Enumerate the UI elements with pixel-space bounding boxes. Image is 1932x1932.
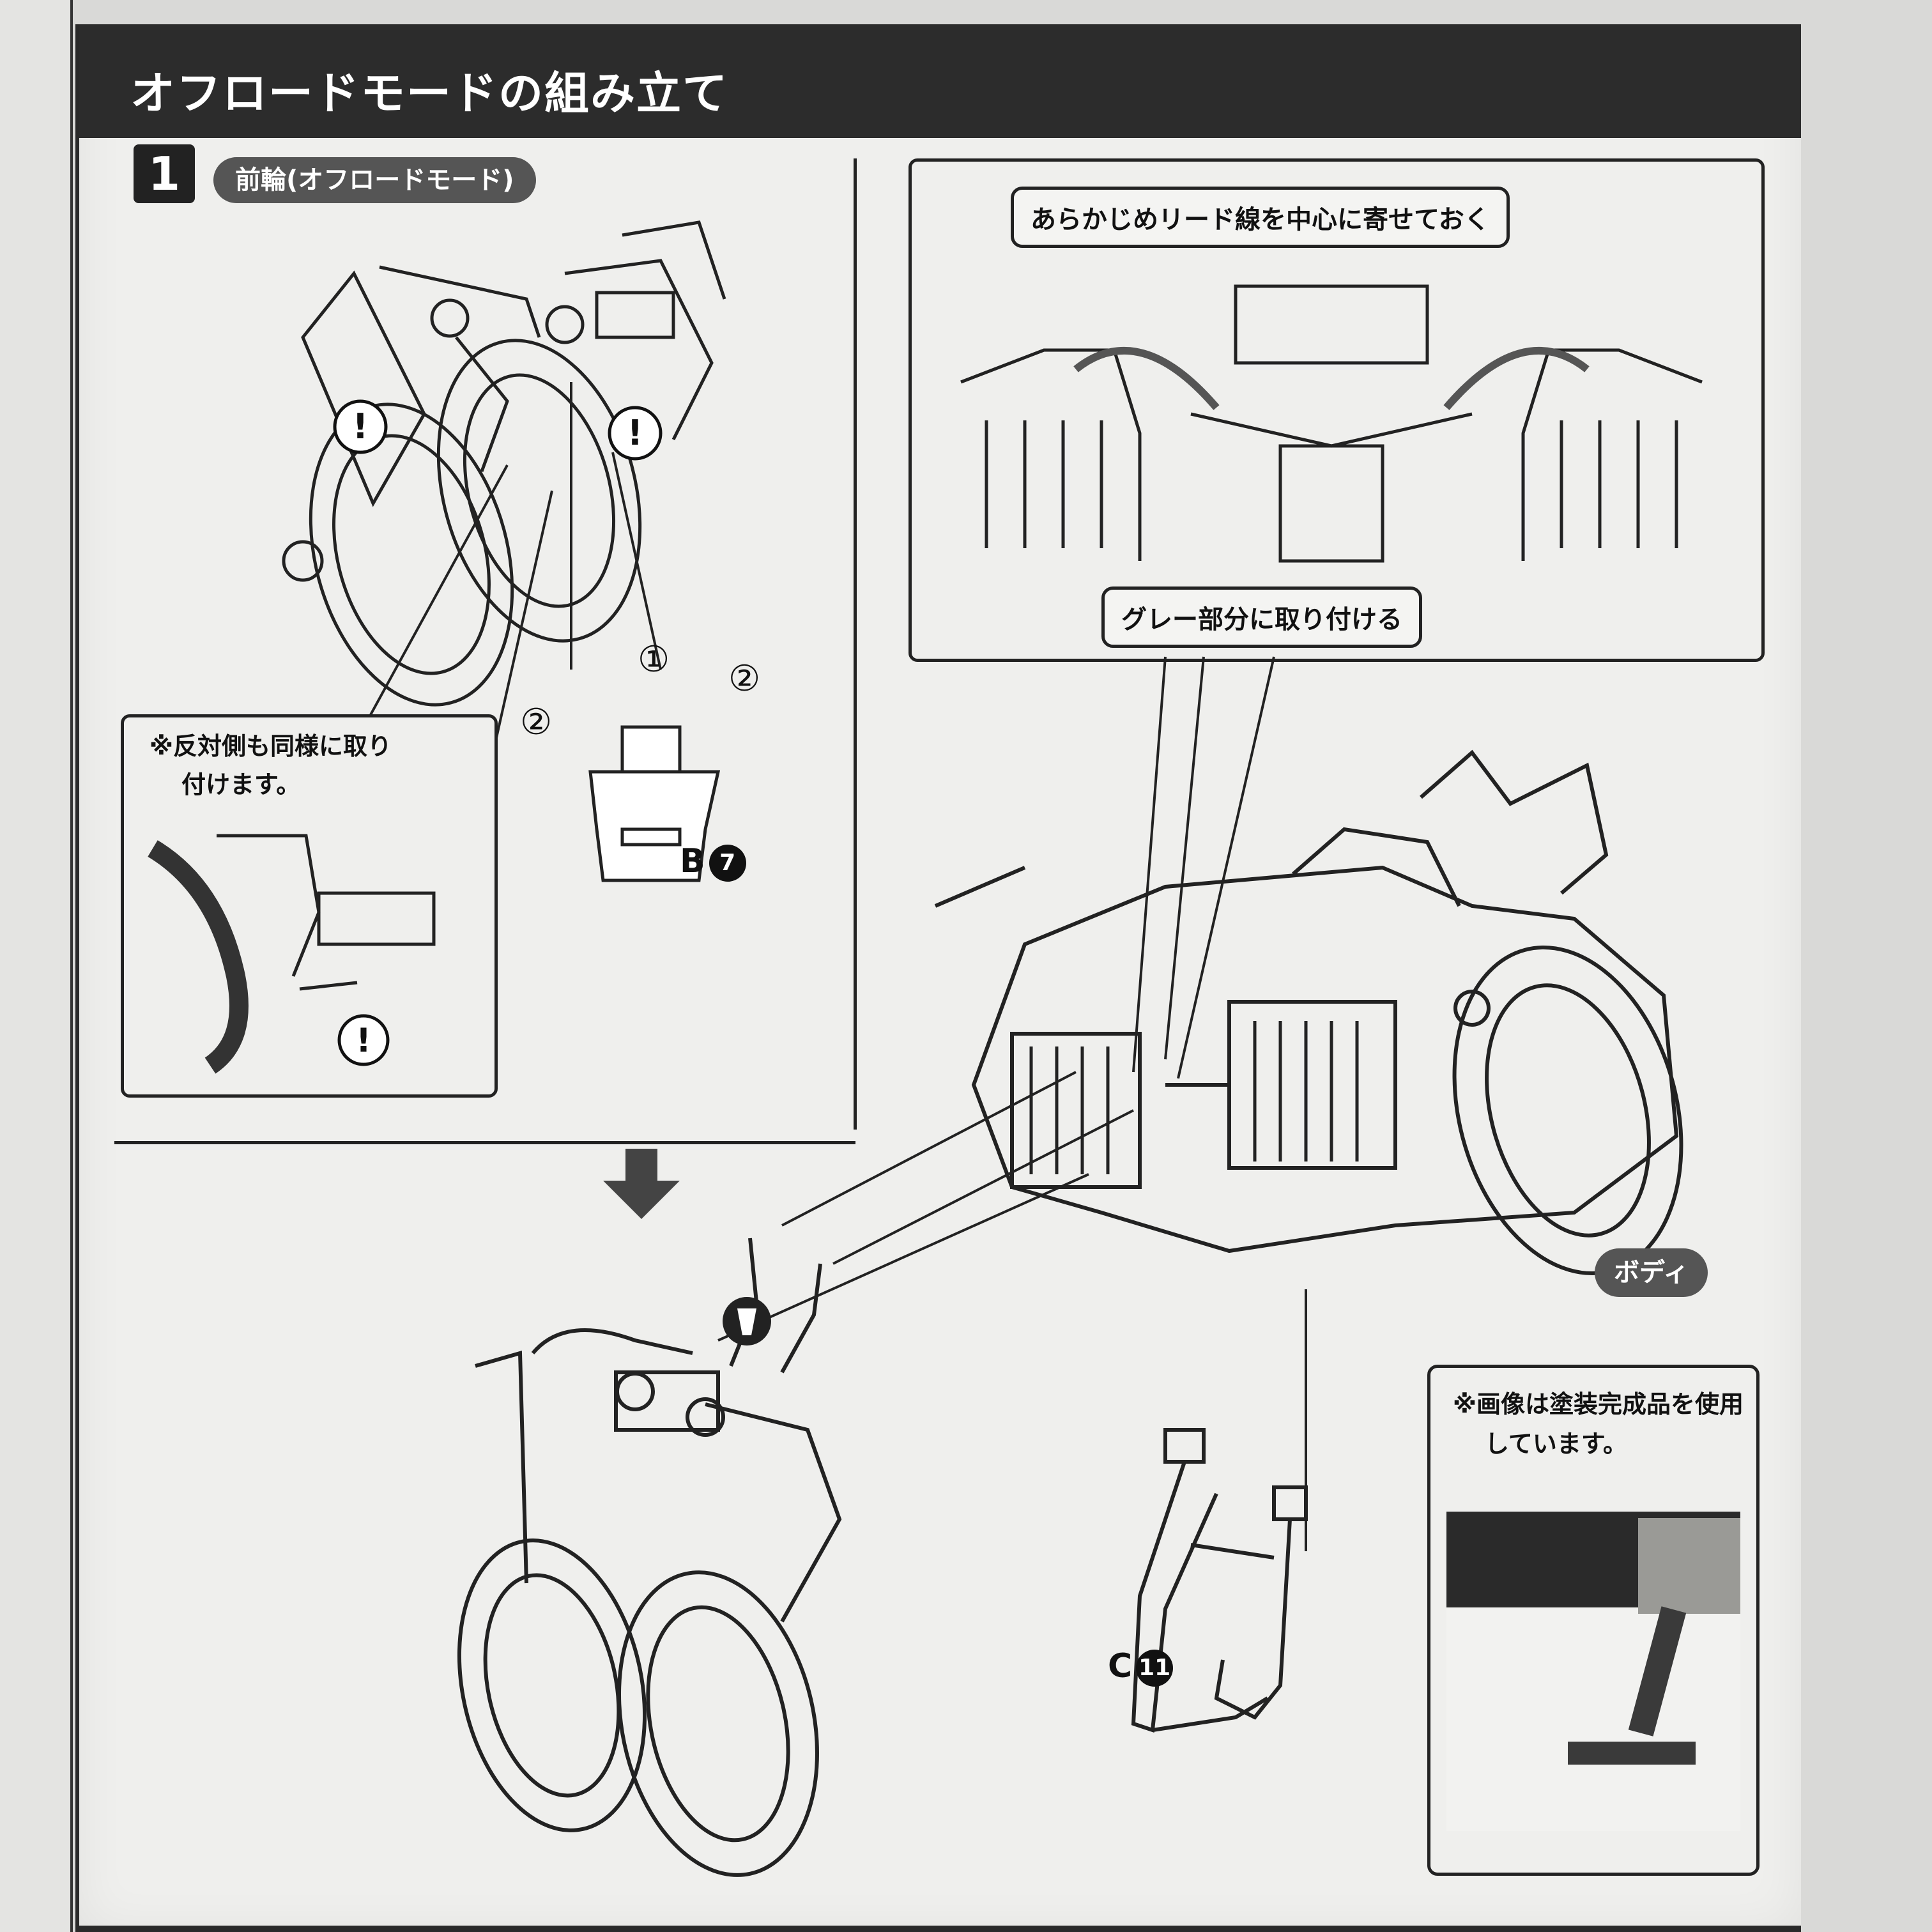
marker-two-right: ② — [728, 658, 761, 700]
note-opposite-line1: ※反対側も同様に取り — [150, 732, 392, 760]
part-c-letter: C — [1108, 1647, 1133, 1685]
detail-box-engine — [908, 158, 1765, 662]
front-fork-assembly — [457, 1238, 842, 1877]
engine-detail-drawing — [960, 284, 1703, 563]
part-body-label: ボディ — [1595, 1248, 1708, 1297]
step-frame — [75, 158, 857, 1130]
bottom-border — [79, 1926, 1801, 1932]
svg-text:!: ! — [356, 1022, 371, 1060]
step-label: 前輪(オフロードモード) — [213, 157, 536, 203]
step-number: 1 — [134, 144, 195, 203]
leader-lines — [717, 656, 1307, 1551]
note-photo-line2: しています。 — [1485, 1430, 1628, 1458]
caution-icon: ! — [608, 406, 663, 461]
front-wheel-illustration: ! ! — [282, 220, 726, 747]
painted-sample-photo — [1446, 1512, 1740, 1831]
note-opposite-line2: 付けます。 — [181, 770, 301, 799]
instruction-page: オフロードモードの組み立て 1 前輪(オフロードモード) ! — [75, 24, 1801, 1932]
part-b-letter: B — [680, 842, 705, 880]
note-photo-line1: ※画像は塗装完成品を使用 — [1453, 1390, 1744, 1418]
callout-lead-wires: あらかじめリード線を中心に寄せておく — [1011, 187, 1510, 248]
inset-hose-drawing: ! — [148, 834, 436, 1074]
marker-one: ① — [638, 639, 670, 680]
caution-icon: ! — [337, 1014, 390, 1066]
part-b7-shape — [588, 725, 721, 882]
callout-gray-area: グレー部分に取り付ける — [1101, 586, 1422, 648]
section-header: オフロードモードの組み立て — [79, 24, 1801, 138]
part-b-number: 7 — [709, 845, 746, 882]
caution-icon: ! — [333, 399, 388, 454]
section-title: オフロードモードの組み立て — [130, 67, 728, 119]
down-arrow-icon — [603, 1149, 680, 1219]
previous-page-strip — [0, 0, 73, 1932]
step-divider — [114, 1141, 855, 1144]
part-c11-stand — [1131, 1428, 1308, 1733]
marker-two-left: ② — [520, 702, 553, 743]
part-c-number: 11 — [1136, 1650, 1174, 1687]
cement-icon — [723, 1297, 771, 1346]
svg-text:!: ! — [353, 406, 369, 447]
svg-text:!: ! — [627, 413, 643, 453]
